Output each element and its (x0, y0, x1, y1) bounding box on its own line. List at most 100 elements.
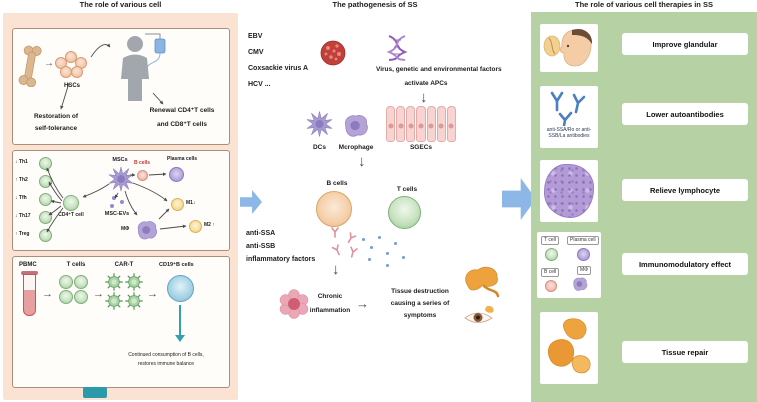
arrow-inflammation-to-destruction: → (356, 296, 369, 311)
dcs-label: DCs (312, 144, 326, 151)
msc-evs-label: MSC-EVs (104, 211, 130, 217)
teal-arrow-line (179, 305, 181, 335)
m2-label: M2 ↑ (204, 222, 215, 228)
hsc-cell (71, 66, 83, 78)
mscs-label: MSCs (112, 157, 128, 163)
virus-icon (320, 40, 346, 66)
t-cell-icon (59, 290, 73, 304)
anti-ssa-label: anti-SSA (246, 230, 276, 237)
pathogenesis-title: The pathogenesis of SS (332, 0, 418, 9)
cd19-b-cells-label: CD19⁺B cells (159, 262, 194, 268)
th17-label: ↓ Th17 (15, 213, 31, 219)
pbmc-label: PBMC (19, 262, 37, 268)
dendritic-cell-icon (306, 111, 333, 137)
restoration-line2: self-tolerance (34, 125, 78, 132)
face-gland-icon (543, 28, 593, 67)
hsc-flow-arrows (60, 43, 164, 110)
chronic-line1: Chronic (317, 293, 343, 300)
blood-tube-icon (23, 274, 36, 316)
gland-function-tile (540, 24, 598, 72)
legend-plasma-cell-label: Plasma cell (567, 236, 599, 245)
car-t-cell-icon (125, 292, 143, 310)
cart-caption-line1: Continued consumption of B cells, (128, 352, 204, 358)
macrophage-icon (345, 114, 368, 137)
msc-ev-dot (120, 200, 124, 204)
th2-label: ↑ Th2 (15, 177, 28, 183)
factors-line1: Virus, genetic and environmental factors (376, 66, 502, 73)
tissue-repair-tile (540, 312, 598, 384)
msc-connector-arrows (46, 167, 187, 233)
tube-cap (21, 271, 38, 275)
virus-hcv: HCV ... (248, 81, 271, 88)
tissue-line2: causing a series of (390, 300, 450, 307)
m1-macrophage-icon (171, 198, 184, 211)
legend-plasma-cell-icon (577, 248, 590, 261)
patient-infusion-icon (121, 33, 166, 101)
dry-eye-icon (464, 305, 494, 323)
therapy-label-2: Lower autoantibodies (622, 103, 748, 125)
autoantibody-icons (331, 227, 358, 258)
therapies-panel: Improve glandular anti-SSA/Ro or anti-SS… (531, 12, 757, 402)
antibody-icons (550, 91, 586, 126)
arrow-cart-to-cd19: → (147, 288, 158, 300)
blue-arrow-left-to-middle (240, 190, 262, 214)
hsc-section-box: → HSCs Restoration of self-tolerance Ren… (12, 28, 230, 145)
legend-t-cell-label: T cell (541, 236, 559, 245)
inflammation-icon (279, 289, 309, 319)
tcells-label: T cells (66, 262, 86, 268)
autoantibody-tile: anti-SSA/Ro or anti-SSB/La antibodies (540, 86, 598, 148)
treg-label: ↑ Treg (15, 231, 30, 237)
cd4-t-cell-icon (63, 195, 79, 211)
msc-ev-dot (112, 196, 116, 200)
restoration-line1: Restoration of (33, 113, 79, 120)
hscs-label: HSCs (63, 83, 80, 89)
car-t-cell-icon (125, 273, 143, 291)
dna-icon (386, 35, 408, 61)
arrow-pbmc-to-tcells: → (42, 288, 53, 300)
legend-t-cell-icon (545, 248, 558, 261)
virus-ebv: EBV (248, 33, 263, 40)
plasma-cell-icon (169, 167, 184, 182)
cart-caption-line2: restores immune balance (137, 361, 195, 367)
th1-cell-icon (39, 157, 52, 170)
sgecs-label: SGECs (409, 144, 433, 151)
therapies-panel-title: The role of various cell therapies in SS (575, 0, 713, 9)
antibody-note: anti-SSA/Ro or anti-SSB/La antibodies (546, 127, 592, 139)
left-panel-title: The role of various cell (79, 0, 162, 9)
teal-arrow-head (175, 335, 185, 342)
teal-marker (83, 387, 107, 398)
tfh-cell-icon (39, 193, 52, 206)
legend-b-cell-icon (545, 280, 557, 292)
therapy-label-4: Immunomodulatory effect (622, 253, 748, 275)
legend-macrophage-label: MΦ (577, 266, 592, 275)
hsc-cluster-icon (55, 49, 89, 79)
cd19-b-cell-icon (167, 275, 194, 302)
arrow-bone-to-hsc: → (44, 58, 54, 69)
m2-macrophage-icon (189, 220, 202, 233)
hsc-cell (65, 51, 77, 63)
legend-b-cell-label: B cell (541, 268, 560, 277)
gland-organ-icon (465, 266, 500, 298)
bone-icon (18, 45, 42, 87)
legend-macrophage-icon (573, 277, 588, 291)
renewal-line2: and CD8⁺T cells (156, 121, 208, 128)
histology-image (544, 164, 594, 218)
t-cells-label: T cells (396, 186, 418, 193)
sgec-epithelium-icon (386, 106, 456, 142)
mphi-label: MΦ (121, 226, 130, 232)
macrophage-icon (137, 221, 157, 240)
macrophage-label: Mcrophage (338, 144, 374, 151)
t-cell-icon (74, 275, 88, 289)
cart-label: CAR-T (114, 262, 134, 268)
salivary-glands-icon (547, 318, 591, 374)
t-cell-icon (388, 196, 421, 229)
car-t-cell-icon (105, 273, 123, 291)
inflammatory-factors-label: inflammatory factors (246, 256, 316, 263)
b-cells-label: B cells (133, 160, 151, 166)
renewal-line1: Renewal CD4⁺T cells (149, 107, 215, 114)
tissue-line1: Tissue destruction (391, 288, 449, 295)
plasma-cells-label: Plasma cells (166, 156, 198, 162)
arrow-tcells-to-cart: → (93, 288, 104, 300)
b-cells-label: B cells (326, 180, 348, 187)
